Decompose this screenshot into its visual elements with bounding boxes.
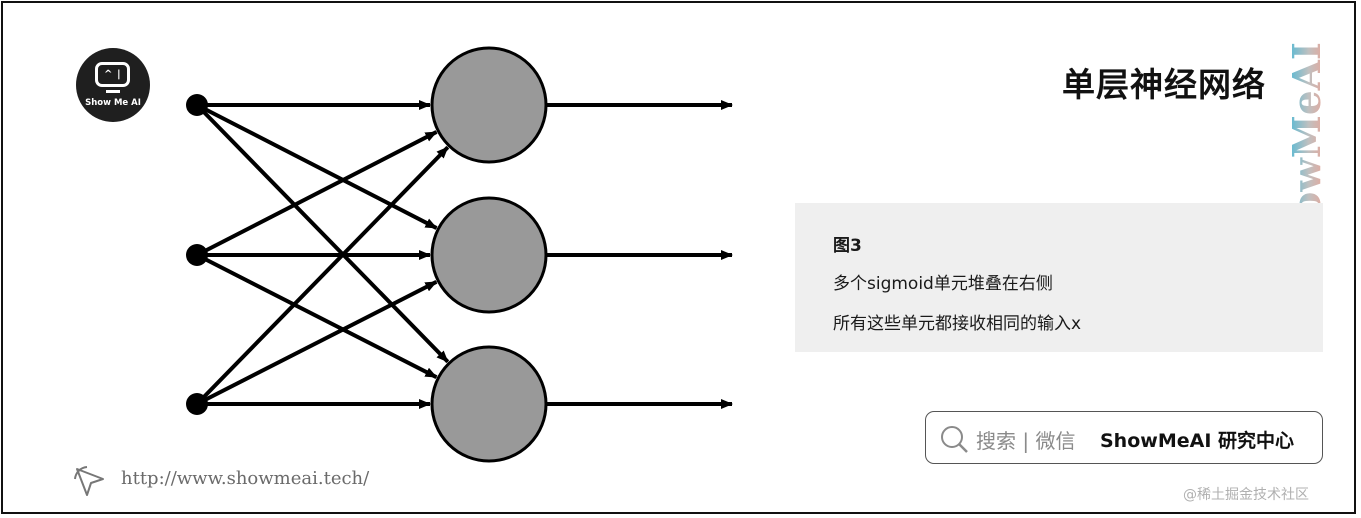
showmeai-logo: ^ | Show Me AI [76,48,150,122]
robot-face-icon: ^ | [95,62,130,87]
input-node [186,244,208,266]
figure-label: 图3 [833,236,862,256]
cursor-icon [74,466,104,496]
connection-arrow [196,103,438,230]
connection-arrow [196,253,438,379]
page-title: 单层神经网络 [1062,65,1266,104]
connection-arrow [195,145,450,406]
sigmoid-neuron [430,46,548,164]
connection-arrow [195,103,450,364]
input-node [186,94,208,116]
caption-box: 图3 多个sigmoid单元堆叠在右侧 所有这些单元都接收相同的输入x [795,203,1323,352]
connection-arrow [196,280,438,406]
search-box[interactable]: 搜索 | 微信 ShowMeAI 研究中心 [925,411,1323,464]
website-link[interactable]: http://www.showmeai.tech/ [121,468,370,489]
connection-arrow [196,130,438,257]
sigmoid-neuron [430,196,548,314]
caption-line-1: 多个sigmoid单元堆叠在右侧 [833,274,1053,294]
search-hint: 搜索 | 微信 [976,429,1076,453]
search-brand: ShowMeAI 研究中心 [1100,430,1294,452]
search-icon [941,426,968,453]
input-node [186,393,208,415]
credit-text: @稀土掘金技术社区 [1183,487,1309,503]
caption-line-2: 所有这些单元都接收相同的输入x [833,314,1082,334]
logo-text: Show Me AI [85,98,141,108]
sigmoid-neuron [430,345,548,463]
